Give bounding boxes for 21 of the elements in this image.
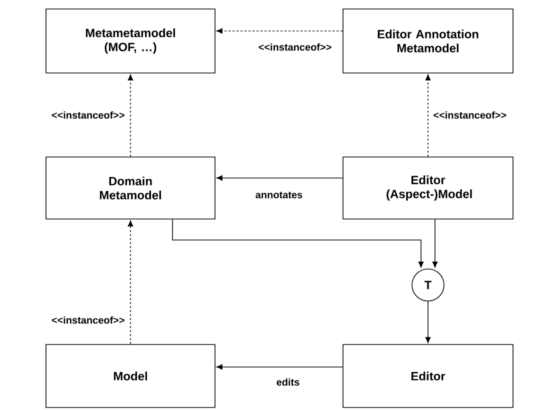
arrow bbox=[425, 301, 431, 344]
edge-label: <<instanceof>> bbox=[50, 315, 126, 325]
arrow bbox=[425, 74, 431, 157]
edge-label: annotates bbox=[254, 190, 304, 200]
arrow bbox=[172, 219, 424, 268]
arrow bbox=[432, 219, 438, 268]
edge-label: <<instanceof>> bbox=[50, 110, 126, 120]
arrow bbox=[216, 28, 343, 34]
arrow bbox=[128, 220, 134, 344]
model-box: Metametamodel (MOF, …) bbox=[46, 8, 216, 74]
arrow bbox=[128, 74, 134, 157]
edge-label: edits bbox=[275, 377, 301, 387]
arrow bbox=[216, 364, 343, 370]
edge-label: <<instanceof>> bbox=[432, 110, 508, 120]
model-box: Domain Metamodel bbox=[46, 156, 216, 220]
model-box: Editor Annotation Metamodel bbox=[342, 8, 514, 74]
edge-label: <<instanceof>> bbox=[257, 42, 333, 52]
model-box: Editor bbox=[342, 344, 514, 408]
model-box: Model bbox=[46, 344, 216, 408]
model-box: Editor (Aspect-)Model bbox=[342, 156, 514, 220]
arrow bbox=[216, 175, 343, 181]
